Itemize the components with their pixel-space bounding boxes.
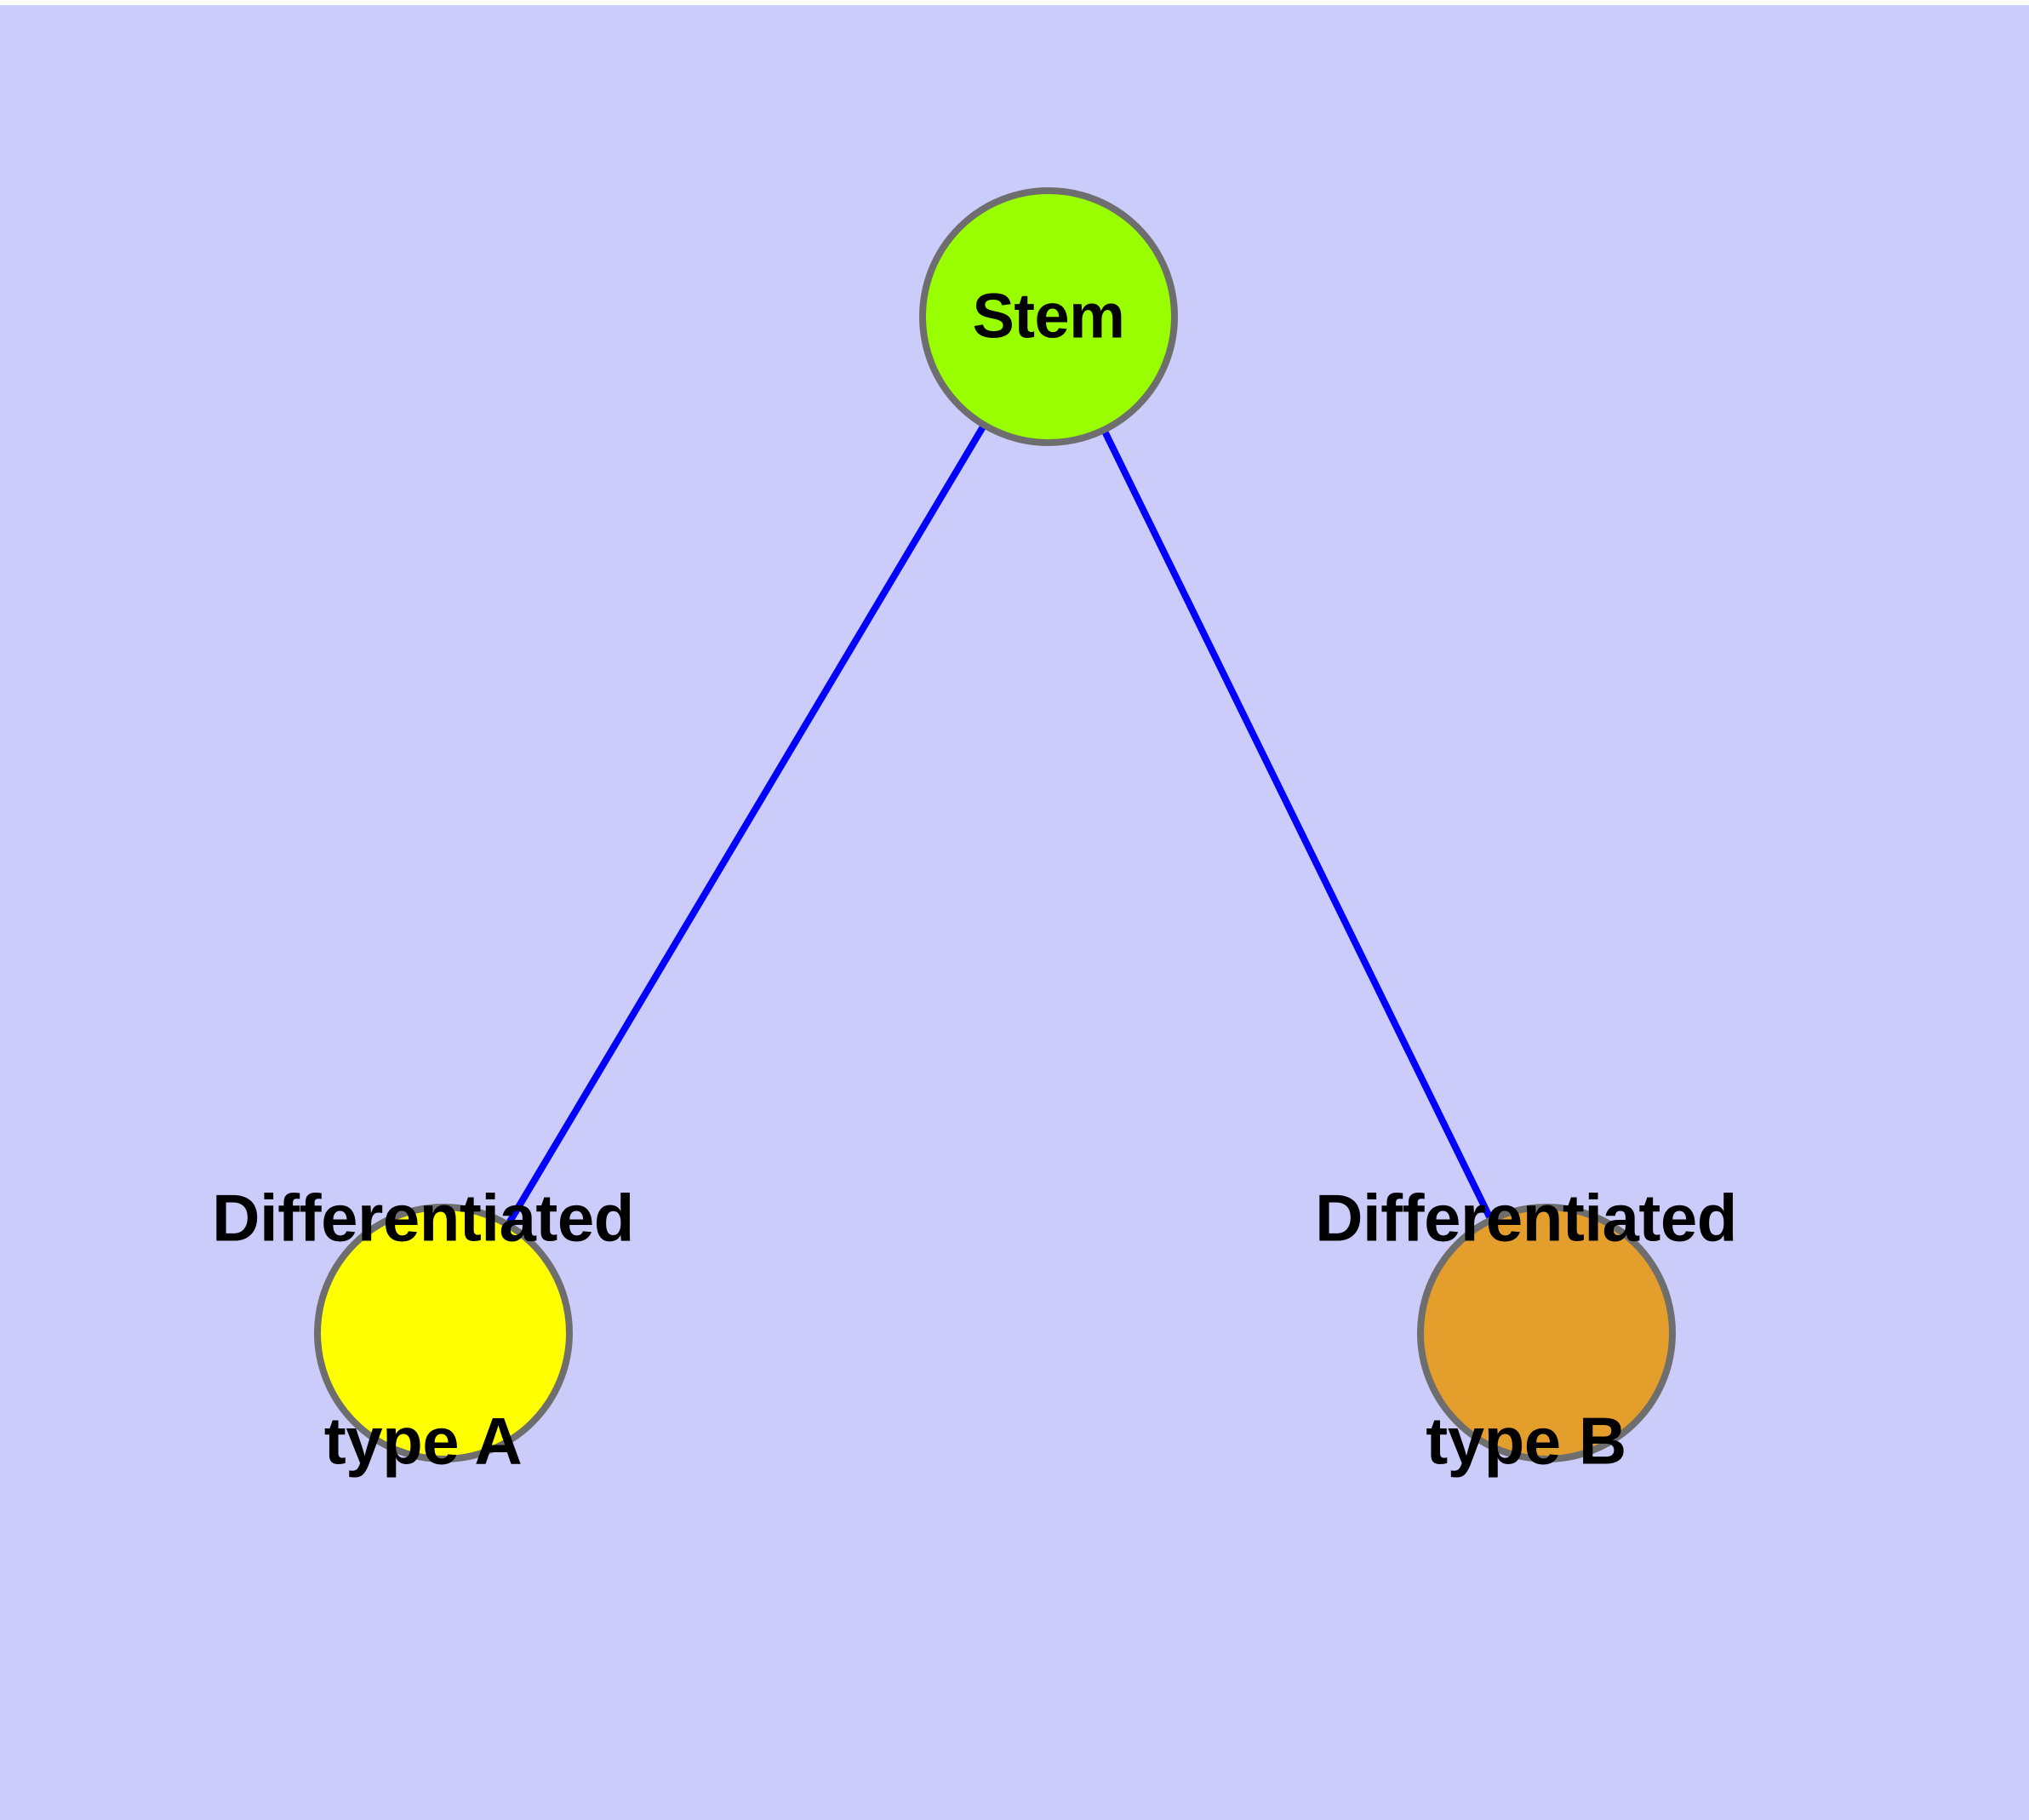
node-stem[interactable] — [919, 187, 1178, 446]
edge-layer — [505, 423, 1495, 1227]
edge-stem-to-differentiated-type-a[interactable] — [505, 423, 987, 1227]
node-label-stem: Stem — [972, 280, 1125, 352]
node-label-differentiated-type-a: Differentiated type A — [212, 1033, 634, 1628]
edge-stem-to-differentiated-type-b[interactable] — [1100, 428, 1495, 1222]
node-label-differentiated-type-b: Differentiated type B — [1315, 1033, 1737, 1628]
node-label-line: Differentiated — [1315, 1180, 1737, 1256]
node-label-line: type B — [1426, 1403, 1626, 1479]
node-label-line: type A — [323, 1403, 523, 1479]
node-differentiated-type-b[interactable] — [1417, 1204, 1676, 1462]
node-label-line: Differentiated — [212, 1180, 634, 1256]
node-differentiated-type-a[interactable] — [314, 1204, 573, 1462]
node-layer — [314, 187, 1676, 1462]
